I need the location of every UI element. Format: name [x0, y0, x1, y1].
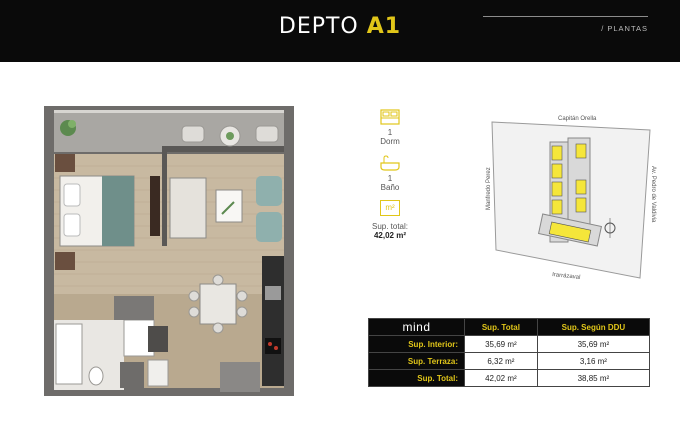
cell-ddu: 35,69 m²	[536, 335, 651, 353]
sup-total-value: 42,02 m²	[373, 231, 407, 240]
dorm-count: 1	[387, 128, 393, 137]
bath-count: 1	[387, 174, 393, 183]
page-title: DEPTO A1	[0, 14, 680, 39]
header-divider	[483, 16, 648, 17]
street-bottom: Irarrázaval	[552, 272, 581, 281]
street-top: Capitán Orella	[558, 116, 597, 122]
table-row: Sup. Terraza: 6,32 m² 3,16 m²	[368, 352, 651, 370]
table-header-row: mind Sup. Total Sup. Según DDU	[368, 318, 651, 336]
unit-specs: 1 Dorm 1 Baño m² Sup. total: 42,02 m²	[360, 108, 420, 240]
bed-icon	[380, 109, 400, 125]
cell-total: 42,02 m²	[464, 369, 538, 387]
dorm-label: Dorm	[380, 137, 400, 146]
cell-total: 35,69 m²	[464, 335, 538, 353]
building-footprint	[537, 137, 603, 247]
area-icon: m²	[380, 200, 400, 216]
brand-logo: mind	[368, 318, 465, 336]
title-tag: A1	[366, 14, 402, 39]
spec-dorm: 1 Dorm	[360, 108, 420, 146]
floor-plan-image	[44, 106, 294, 396]
col-header-total: Sup. Total	[464, 318, 538, 336]
table-row: Sup. Total: 42,02 m² 38,85 m²	[368, 369, 651, 387]
col-header-ddu: Sup. Según DDU	[536, 318, 651, 336]
site-map: Capitán Orella Manfredo Perez Av. Pedro …	[486, 116, 656, 281]
title-prefix: DEPTO	[278, 14, 359, 39]
section-label: / PLANTAS	[601, 24, 648, 33]
surface-table: mind Sup. Total Sup. Según DDU Sup. Inte…	[368, 318, 651, 387]
spec-area: m² Sup. total: 42,02 m²	[360, 200, 420, 240]
row-label: Sup. Total:	[368, 369, 465, 387]
header-bar: DEPTO A1 / PLANTAS	[0, 0, 680, 62]
cell-ddu: 3,16 m²	[536, 352, 651, 370]
sup-total-label: Sup. total:	[371, 222, 409, 231]
row-label: Sup. Interior:	[368, 335, 465, 353]
cell-total: 6,32 m²	[464, 352, 538, 370]
street-right: Av. Pedro de Valdivia	[650, 166, 656, 223]
street-left: Manfredo Perez	[486, 167, 492, 210]
bath-label: Baño	[380, 183, 400, 192]
table-row: Sup. Interior: 35,69 m² 35,69 m²	[368, 335, 651, 353]
spec-bath: 1 Baño	[360, 154, 420, 192]
bathtub-icon	[380, 155, 400, 171]
cell-ddu: 38,85 m²	[536, 369, 651, 387]
row-label: Sup. Terraza:	[368, 352, 465, 370]
